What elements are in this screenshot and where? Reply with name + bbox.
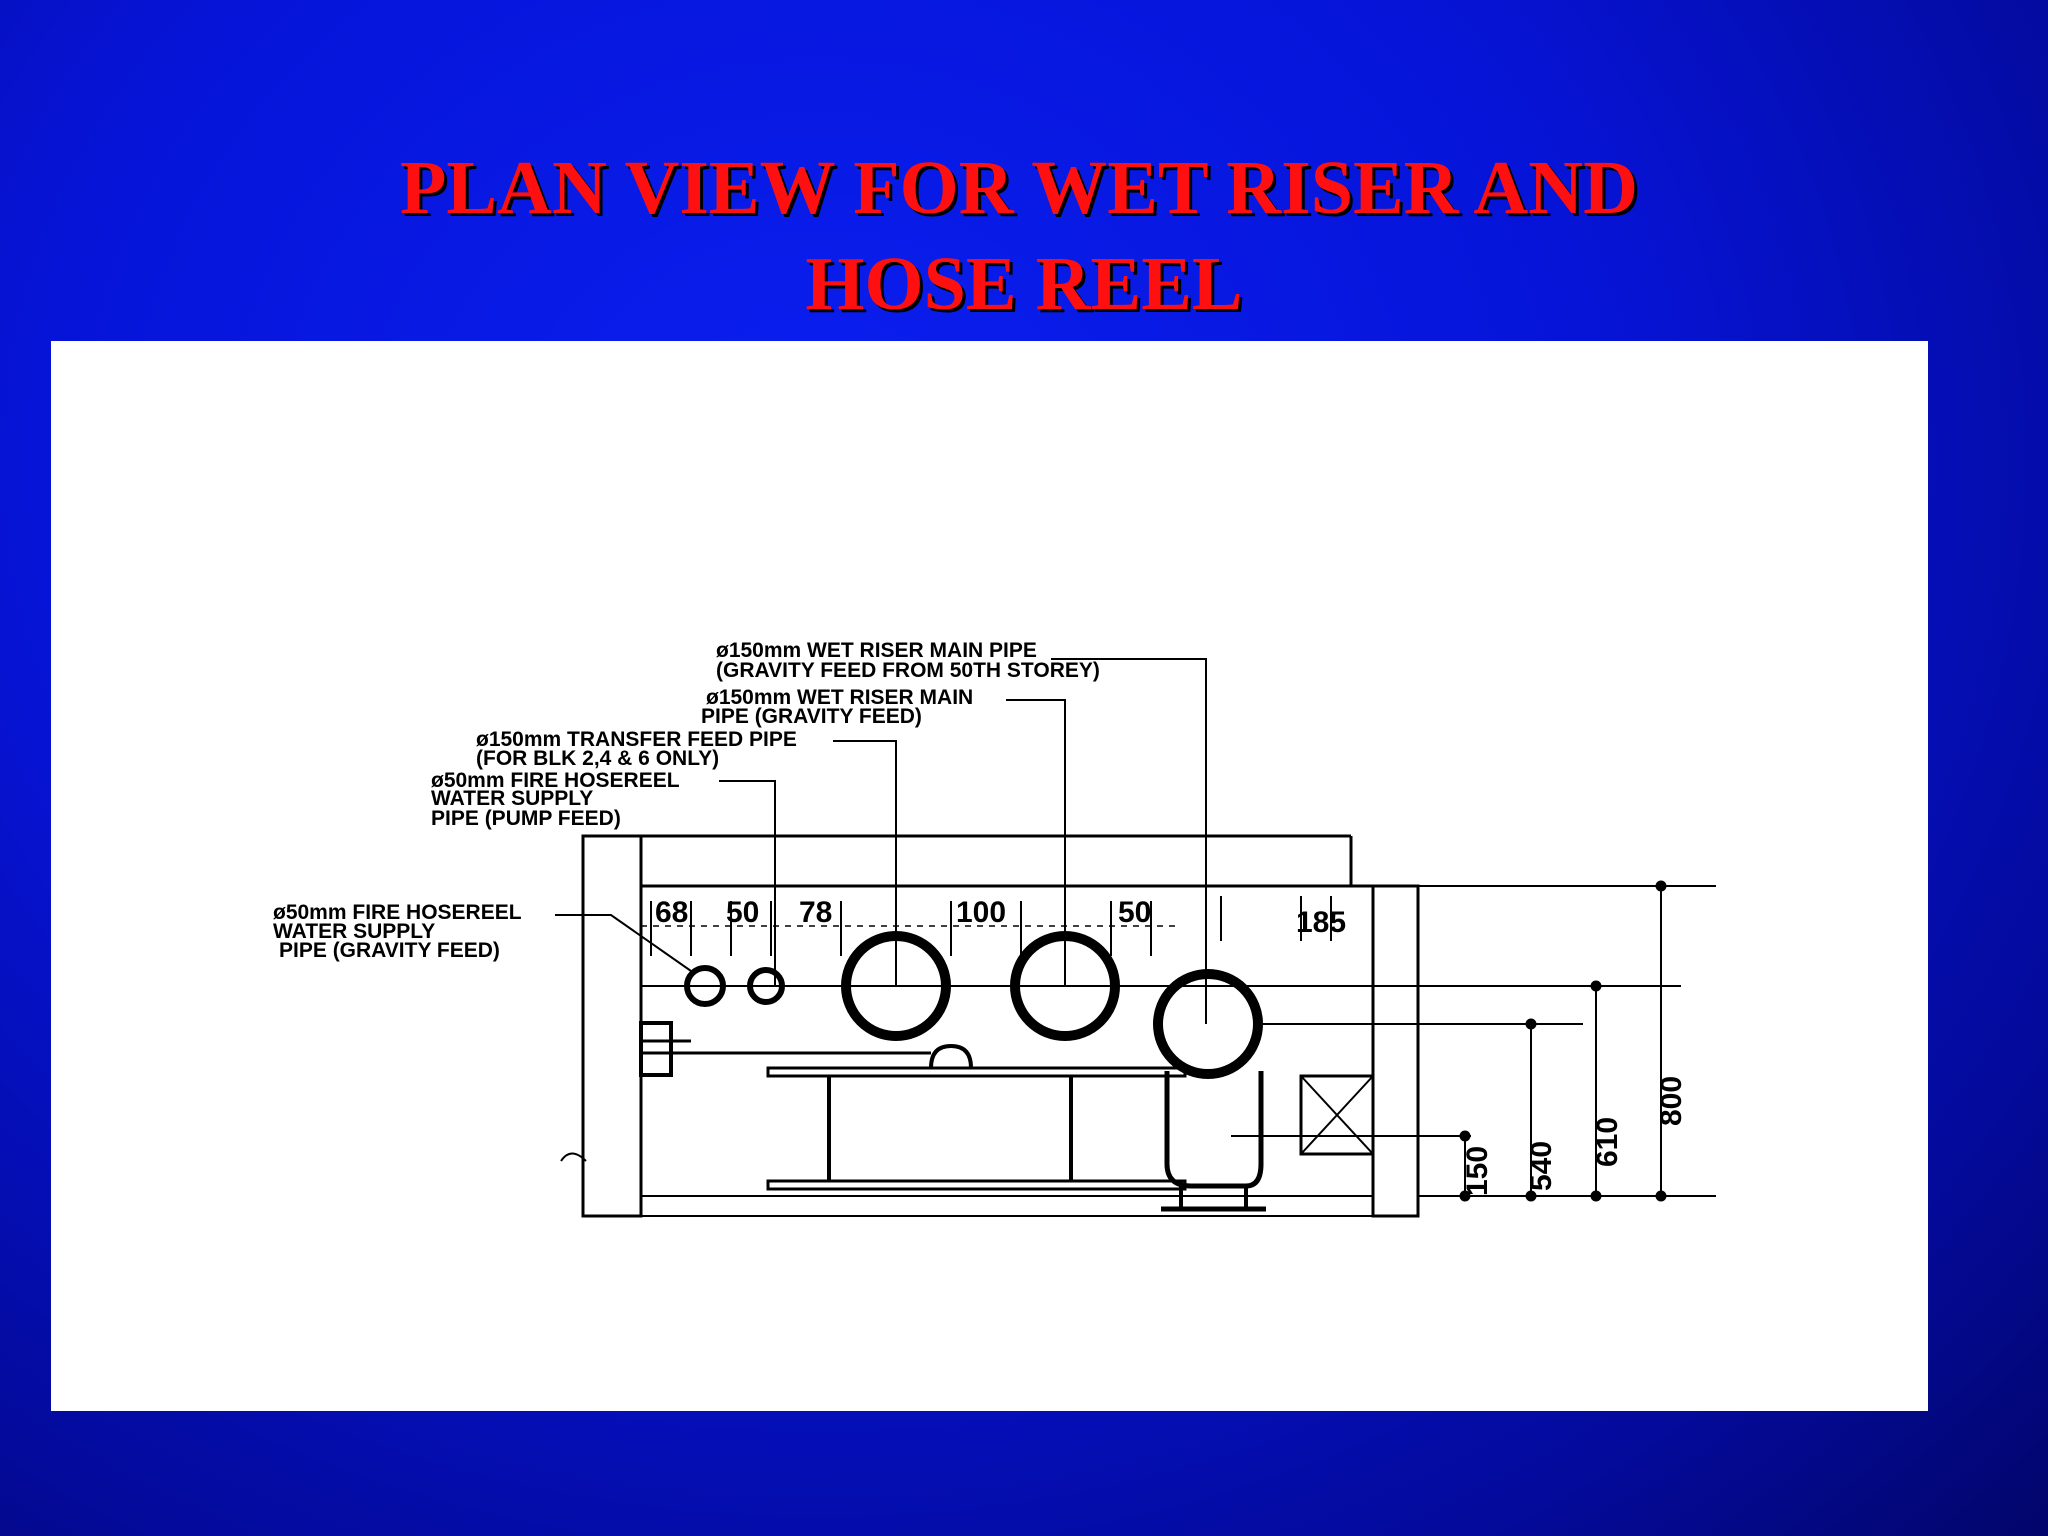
hose-reel-drum <box>639 1021 1187 1191</box>
label-transfer-1: ø150mm TRANSFER FEED PIPE <box>476 728 797 751</box>
leader-hosereel-gravity <box>555 914 692 972</box>
label-hosereel-pump-3: PIPE (PUMP FEED) <box>431 807 621 830</box>
dim-68: 68 <box>655 896 688 929</box>
dim-78: 78 <box>799 896 832 929</box>
label-hosereel-gravity-2: WATER SUPPLY <box>273 920 435 943</box>
valve-body <box>1161 1071 1266 1212</box>
right-wall <box>1371 884 1420 1218</box>
label-riser-50th-2: (GRAVITY FEED FROM 50TH STOREY) <box>716 659 1100 682</box>
dim-540: 540 <box>1525 1141 1558 1191</box>
plan-drawing: ø150mm WET RISER MAIN PIPE (GRAVITY FEED… <box>51 341 1928 1411</box>
dim-800: 800 <box>1655 1076 1688 1126</box>
dim-150: 150 <box>1461 1146 1494 1196</box>
dim-50-b: 50 <box>1118 896 1151 929</box>
leader-transfer <box>833 740 897 986</box>
label-hosereel-gravity-3: PIPE (GRAVITY FEED) <box>279 939 500 962</box>
slide-title-line-2: HOSE REEL <box>805 242 1243 326</box>
label-transfer-2: (FOR BLK 2,4 & 6 ONLY) <box>476 747 719 770</box>
dim-100: 100 <box>956 896 1006 929</box>
leader-riser-gravity <box>1006 699 1066 986</box>
leader-riser-50th <box>1051 658 1207 1024</box>
plan-drawing-svg: ø150mm WET RISER MAIN PIPE (GRAVITY FEED… <box>273 639 1716 1218</box>
label-riser-50th-1: ø150mm WET RISER MAIN PIPE <box>716 639 1037 662</box>
wet-riser-50th-pipe <box>1153 969 1263 1079</box>
left-wall <box>581 834 643 1218</box>
label-riser-gravity-2: PIPE (GRAVITY FEED) <box>701 705 922 728</box>
slide-title-line-1: PLAN VIEW FOR WET RISER AND <box>399 146 1639 230</box>
access-box <box>1299 1074 1375 1156</box>
label-hosereel-pump-2: WATER SUPPLY <box>431 787 593 810</box>
label-hosereel-gravity-1: ø50mm FIRE HOSEREEL <box>273 901 522 924</box>
leader-hosereel-pump <box>719 780 776 986</box>
dim-185: 185 <box>1296 906 1346 939</box>
dim-610: 610 <box>1591 1117 1624 1167</box>
label-riser-gravity-1: ø150mm WET RISER MAIN <box>706 686 973 709</box>
dim-50-a: 50 <box>726 896 759 929</box>
slide-title: PLAN VIEW FOR WET RISER AND HOSE REEL <box>0 140 2048 332</box>
label-hosereel-pump-1: ø50mm FIRE HOSEREEL <box>431 769 680 792</box>
